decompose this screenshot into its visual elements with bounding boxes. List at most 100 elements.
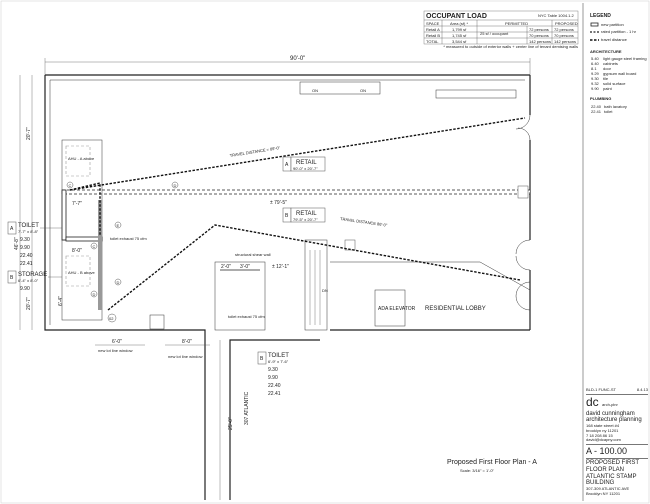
occupant-load-ref: NYC Table 1004.1.2 xyxy=(538,13,575,18)
svg-text:TOILET: TOILET xyxy=(268,353,289,359)
svg-text:7'-7" x 8'-8": 7'-7" x 8'-8" xyxy=(18,229,39,234)
elevator-label: ADA ELEVATOR xyxy=(378,306,416,312)
svg-text:RETAIL: RETAIL xyxy=(296,211,317,217)
svg-text:9.29: 9.29 xyxy=(591,71,600,76)
occupant-factor: 25 sf / occupant xyxy=(480,31,509,36)
svg-text:9.30: 9.30 xyxy=(591,76,600,81)
storage-b-room xyxy=(61,239,103,321)
cabinets xyxy=(299,81,381,95)
travel-path-b xyxy=(107,224,521,311)
room-tag-storage-b: B STORAGE 6'-4" x 8'-0" 9.90 xyxy=(7,270,62,292)
svg-text:79'-5" x 20'-7": 79'-5" x 20'-7" xyxy=(293,217,318,222)
room-tag-retail-b: B RETAIL 79'-5" x 20'-7" xyxy=(282,207,326,223)
rated-demising-wall xyxy=(61,189,531,195)
ahu-a xyxy=(65,145,91,177)
header-permitted: PERMITTED xyxy=(505,21,528,26)
legend-item: new partition xyxy=(601,22,624,27)
issue: BLD-1 FUNC-ST xyxy=(586,387,617,392)
header-proposed: PROPOSED xyxy=(555,21,578,26)
svg-text:AHU - A above: AHU - A above xyxy=(68,156,95,161)
svg-text:6.40: 6.40 xyxy=(591,61,600,66)
svg-text:3,544 sf: 3,544 sf xyxy=(452,39,467,44)
travel-distance-a: TRAVEL DISTANCE = 89'-0" xyxy=(229,145,281,158)
travel-distance-b: TRAVEL DISTANCE 86'-0" xyxy=(340,216,388,228)
legend-item: travel distance xyxy=(601,37,628,42)
cabinets xyxy=(435,89,517,99)
partition xyxy=(65,236,103,242)
svg-text:TOILET: TOILET xyxy=(18,223,39,229)
svg-text:cabinets: cabinets xyxy=(603,61,618,66)
sheet-title: PROPOSED FIRST FLOOR PLAN xyxy=(586,459,639,473)
room-tag-toilet-a: A TOILET 7'-7" x 8'-8" 9.30 9.90 22.40 2… xyxy=(7,221,62,267)
finish-tag: 9.30 xyxy=(268,367,278,373)
firm-phone: 7 18 208 86 15 xyxy=(586,432,613,438)
exterior-wall xyxy=(44,74,530,500)
firm-logo-mark: dc xyxy=(586,394,599,409)
svg-text:72 persons: 72 persons xyxy=(554,27,574,32)
column xyxy=(517,185,529,199)
ahu-unit xyxy=(149,314,165,330)
svg-text:structural shear wall: structural shear wall xyxy=(235,252,271,257)
firm-city: brooklyn ny 11201 xyxy=(586,427,619,433)
svg-text:solid surface: solid surface xyxy=(603,81,626,86)
svg-text:142 persons: 142 persons xyxy=(529,39,551,44)
lot-line-window-label: new lot line window xyxy=(98,348,133,353)
svg-text:RETAIL: RETAIL xyxy=(296,160,317,166)
header-space: SPACE xyxy=(426,21,440,26)
room-tag-toilet-b: B TOILET 6'-9" x 7'-6" 9.30 9.90 22.40 2… xyxy=(257,351,289,397)
finish-tag: 9.90 xyxy=(268,375,278,381)
project-name: ATLANTIC STAMP BUILDING xyxy=(586,473,637,487)
svg-text:6'-9" x 7'-6": 6'-9" x 7'-6" xyxy=(268,359,289,364)
svg-text:AHU - B above: AHU - B above xyxy=(68,270,95,275)
dim-left-upper: 20'-7" xyxy=(26,127,32,140)
divider xyxy=(586,393,648,395)
svg-text:bath lavatory: bath lavatory xyxy=(604,104,627,109)
svg-text:D: D xyxy=(117,280,120,285)
svg-text:tile: tile xyxy=(603,76,609,81)
svg-text:Retail A: Retail A xyxy=(426,27,440,32)
table-row: Retail B 1,745 sf 70 persons 70 persons xyxy=(426,33,574,38)
svg-text:C: C xyxy=(69,183,72,188)
svg-text:22.40: 22.40 xyxy=(591,104,602,109)
street-label: 307 ATLANTIC xyxy=(244,391,250,425)
svg-text:02: 02 xyxy=(109,316,114,321)
svg-text:3'-0": 3'-0" xyxy=(240,264,250,270)
svg-text:B: B xyxy=(285,213,289,219)
svg-text:9.32: 9.32 xyxy=(591,81,600,86)
svg-text:70 persons: 70 persons xyxy=(554,33,574,38)
drawing-caption: Proposed First Floor Plan - A xyxy=(447,459,537,466)
door-tag xyxy=(107,313,117,323)
svg-text:ON: ON xyxy=(360,88,366,93)
svg-text:22.41: 22.41 xyxy=(591,109,602,114)
toilet-b-room xyxy=(214,261,266,331)
svg-text:DN: DN xyxy=(322,288,328,293)
svg-text:toilet exhaust 75 cfm: toilet exhaust 75 cfm xyxy=(228,314,265,319)
svg-text:6'-4": 6'-4" xyxy=(58,296,64,306)
sheet-ref: 8.4.13 xyxy=(636,387,648,392)
svg-text:E: E xyxy=(117,223,120,228)
svg-text:6'-4" x 8'-0": 6'-4" x 8'-0" xyxy=(18,278,39,283)
firm-name: david cunningham architecture planning xyxy=(586,410,642,424)
finish-tag: 9.90 xyxy=(20,286,30,292)
project-address: 307-309 ATLANTIC AVE xyxy=(586,486,630,492)
occupant-footnote: * measured to outside of exterior walls … xyxy=(443,44,578,49)
svg-text:ON: ON xyxy=(312,88,318,93)
new-partition-symbol xyxy=(590,22,599,27)
svg-text:D: D xyxy=(93,292,96,297)
partition xyxy=(98,200,102,310)
finish-tag: 22.41 xyxy=(268,391,281,397)
svg-text:142 persons: 142 persons xyxy=(554,39,576,44)
architecture-title: ARCHITECTURE xyxy=(590,49,622,54)
plumbing-title: PLUMBING xyxy=(590,96,611,101)
finish-tag: 22.40 xyxy=(20,253,33,259)
firm-address: 168 state street #4 xyxy=(586,423,620,429)
svg-text:B: B xyxy=(10,275,14,281)
dim-corridor: ± 79'-5" xyxy=(270,200,287,206)
svg-text:8'-0": 8'-0" xyxy=(182,339,192,345)
svg-text:2'-0": 2'-0" xyxy=(221,264,231,270)
storefront-door xyxy=(515,114,531,141)
legend-title: LEGEND xyxy=(590,13,611,19)
dim-lower: 25'-0" xyxy=(228,417,234,430)
svg-text:9.90: 9.90 xyxy=(591,86,600,91)
